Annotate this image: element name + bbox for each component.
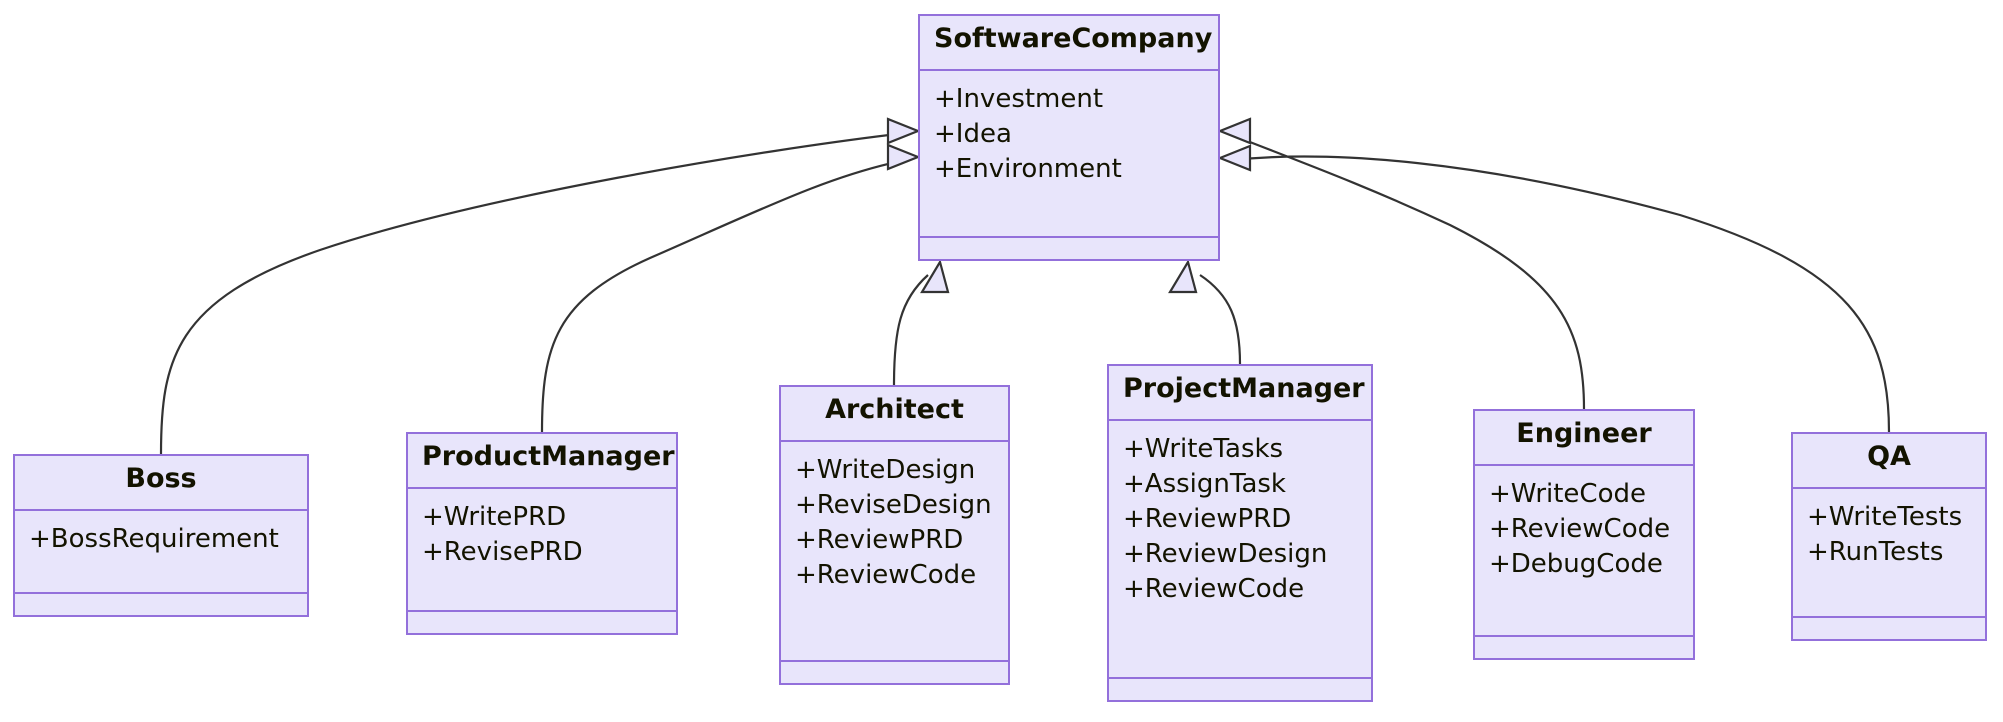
uml-attributes-qa: +WriteTests +RunTests xyxy=(1793,489,1985,618)
uml-attribute: +ReviewCode xyxy=(795,560,977,591)
uml-class-name-engineer: Engineer xyxy=(1475,411,1693,466)
uml-attribute: +BossRequirement xyxy=(29,524,279,554)
uml-attribute: +RunTests xyxy=(1807,537,1944,568)
uml-attribute: +Idea xyxy=(934,119,1012,150)
inheritance-arrowhead-icon xyxy=(886,117,921,145)
edge-line xyxy=(892,274,929,386)
uml-attribute: +WriteDesign xyxy=(795,455,976,485)
uml-attribute: +RevisePRD xyxy=(422,537,583,568)
uml-attributes-architect: +WriteDesign +ReviseDesign +ReviewPRD +Revi… xyxy=(781,442,1008,662)
uml-class-architect[interactable]: Architect +WriteDesign +ReviseDesign +Revie… xyxy=(779,385,1010,685)
uml-class-project-manager[interactable]: ProjectManager +WriteTasks +AssignTask +Rev… xyxy=(1107,364,1373,702)
uml-methods-qa xyxy=(1793,618,1985,639)
uml-attributes-engineer: +WriteCode +ReviewCode +DebugCode xyxy=(1475,466,1693,637)
uml-attribute: +WritePRD xyxy=(422,502,567,532)
uml-class-name-product-manager: ProductManager xyxy=(408,434,676,489)
uml-attribute: +AssignTask xyxy=(1123,469,1286,500)
uml-attributes-software-company: +Investment +Idea +Environment xyxy=(920,71,1218,238)
uml-methods-boss xyxy=(15,594,307,615)
edge-project-manager xyxy=(1168,259,1242,365)
inheritance-arrowhead-icon xyxy=(920,259,950,294)
uml-class-product-manager[interactable]: ProductManager +WritePRD +RevisePRD xyxy=(406,432,678,635)
uml-methods-engineer xyxy=(1475,637,1693,658)
uml-class-name-qa: QA xyxy=(1793,434,1985,489)
uml-class-boss[interactable]: Boss +BossRequirement xyxy=(13,454,309,617)
uml-attribute: +Environment xyxy=(934,154,1122,185)
uml-class-name-project-manager: ProjectManager xyxy=(1109,366,1371,421)
inheritance-arrowhead-icon xyxy=(1217,144,1252,172)
uml-methods-architect xyxy=(781,662,1008,683)
uml-attribute: +WriteCode xyxy=(1489,479,1646,509)
uml-attribute: +ReviewDesign xyxy=(1123,539,1328,570)
edge-line xyxy=(1199,274,1242,365)
uml-class-software-company[interactable]: SoftwareCompany +Investment +Idea +Environm… xyxy=(918,14,1220,261)
uml-attribute: +ReviewPRD xyxy=(1123,504,1292,535)
uml-class-name-software-company: SoftwareCompany xyxy=(920,16,1218,71)
uml-attribute: +ReviewCode xyxy=(1489,514,1671,545)
uml-attribute: +Investment xyxy=(934,84,1104,114)
uml-class-engineer[interactable]: Engineer +WriteCode +ReviewCode +DebugCode xyxy=(1473,409,1695,660)
uml-attribute: +ReviewCode xyxy=(1123,574,1305,605)
inheritance-arrowhead-icon xyxy=(1168,259,1198,294)
edge-architect xyxy=(892,259,950,386)
uml-attribute: +ReviseDesign xyxy=(795,490,992,521)
uml-attribute: +WriteTasks xyxy=(1123,434,1284,464)
uml-attributes-product-manager: +WritePRD +RevisePRD xyxy=(408,489,676,612)
uml-class-name-architect: Architect xyxy=(781,387,1008,442)
inheritance-arrowhead-icon xyxy=(886,143,921,171)
uml-attribute: +DebugCode xyxy=(1489,549,1663,580)
inheritance-arrowhead-icon xyxy=(1217,117,1252,145)
uml-class-qa[interactable]: QA +WriteTests +RunTests xyxy=(1791,432,1987,641)
uml-attribute: +ReviewPRD xyxy=(795,525,964,556)
uml-attribute: +WriteTests xyxy=(1807,502,1963,532)
uml-attributes-project-manager: +WriteTasks +AssignTask +ReviewPRD +ReviewD… xyxy=(1109,421,1371,679)
uml-methods-project-manager xyxy=(1109,679,1371,700)
uml-attributes-boss: +BossRequirement xyxy=(15,511,307,594)
uml-class-name-boss: Boss xyxy=(15,456,307,511)
uml-methods-product-manager xyxy=(408,612,676,633)
uml-methods-software-company xyxy=(920,238,1218,259)
